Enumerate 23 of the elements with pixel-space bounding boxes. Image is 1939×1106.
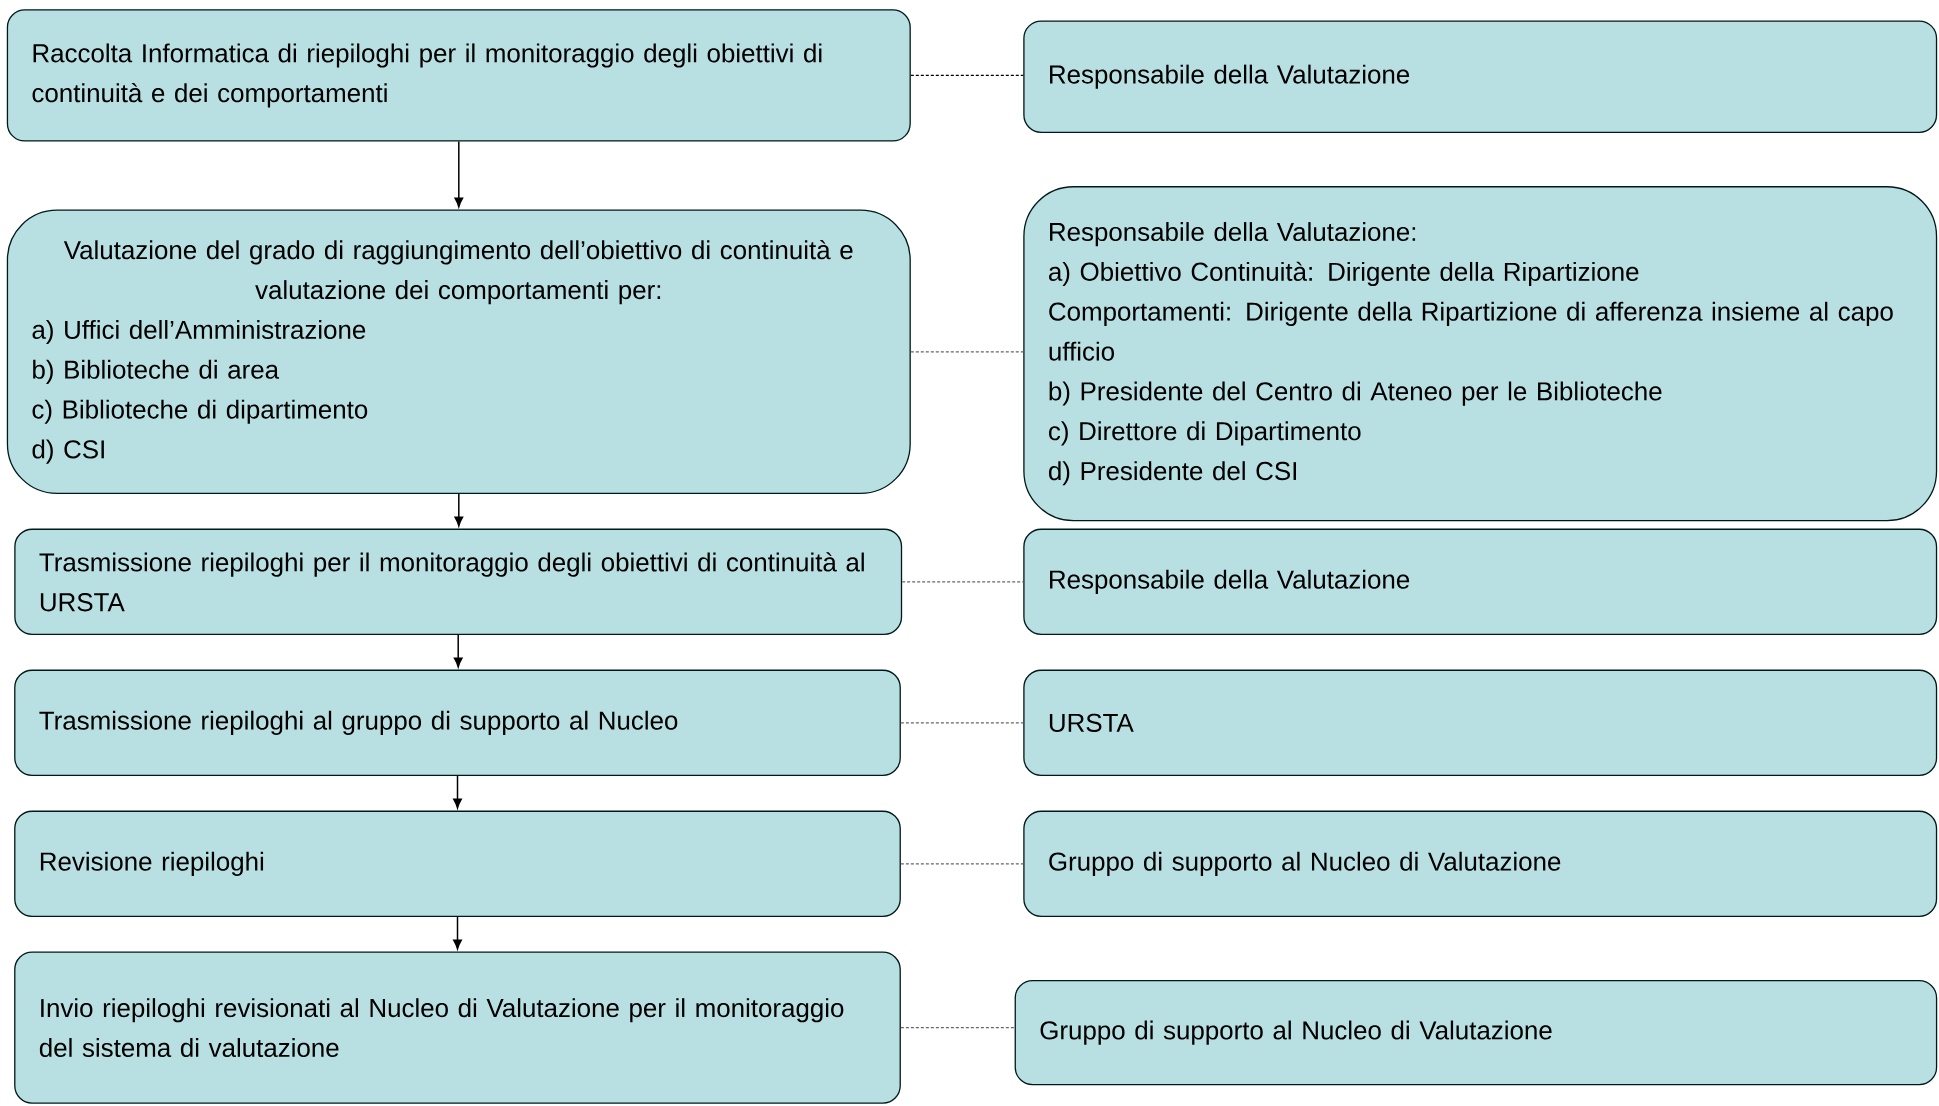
role-box: Responsabile della Valutazione: a) Obiettivo Continuità: Dirigente della Ripartizione Comportamenti: Dirigente della Ripartizione di afferenza insieme al capo ufficio b) Presidente del Centro di Ateneo per le Biblioteche c) Direttore di Dipartimento d) Presidente del CSI	[1023, 186, 1938, 522]
connector-line	[900, 1027, 1016, 1029]
arrow	[453, 775, 462, 809]
process-box: Trasmissione riepiloghi per il monitoraggio degli obiettivi di continuità al URSTA	[14, 528, 903, 635]
connector-line	[910, 74, 1024, 76]
arrow	[453, 916, 462, 950]
arrow	[454, 140, 464, 208]
connector-line	[900, 863, 1024, 865]
process-box: Revisione riepiloghi	[14, 810, 901, 917]
process-box: Raccolta Informatica di riepiloghi per il monitoraggio degli obiettivi di continuità e dei comportamenti	[6, 9, 911, 142]
connector-line	[901, 581, 1024, 583]
process-box: Valutazione del grado di raggiungimento dell’obiettivo di continuità e valutazione dei comportamenti per: a) Uffici dell’Amministrazione b) Biblioteche di area c) Biblioteche di dipartimento d) CSI	[6, 209, 911, 495]
role-box: Responsabile della Valutazione	[1023, 528, 1938, 635]
process-box: Invio riepiloghi revisionati al Nucleo di Valutazione per il monitoraggio del sistema di valutazione	[14, 951, 901, 1104]
arrow	[453, 634, 463, 668]
connector-line	[900, 722, 1024, 724]
role-box: Gruppo di supporto al Nucleo di Valutazione	[1023, 810, 1938, 917]
role-box: Responsabile della Valutazione	[1023, 20, 1938, 133]
role-box: URSTA	[1023, 669, 1938, 776]
arrow	[454, 493, 464, 527]
connector-line	[910, 351, 1024, 353]
role-box: Gruppo di supporto al Nucleo di Valutazione	[1014, 980, 1938, 1086]
process-box: Trasmissione riepiloghi al gruppo di supporto al Nucleo	[14, 669, 901, 776]
